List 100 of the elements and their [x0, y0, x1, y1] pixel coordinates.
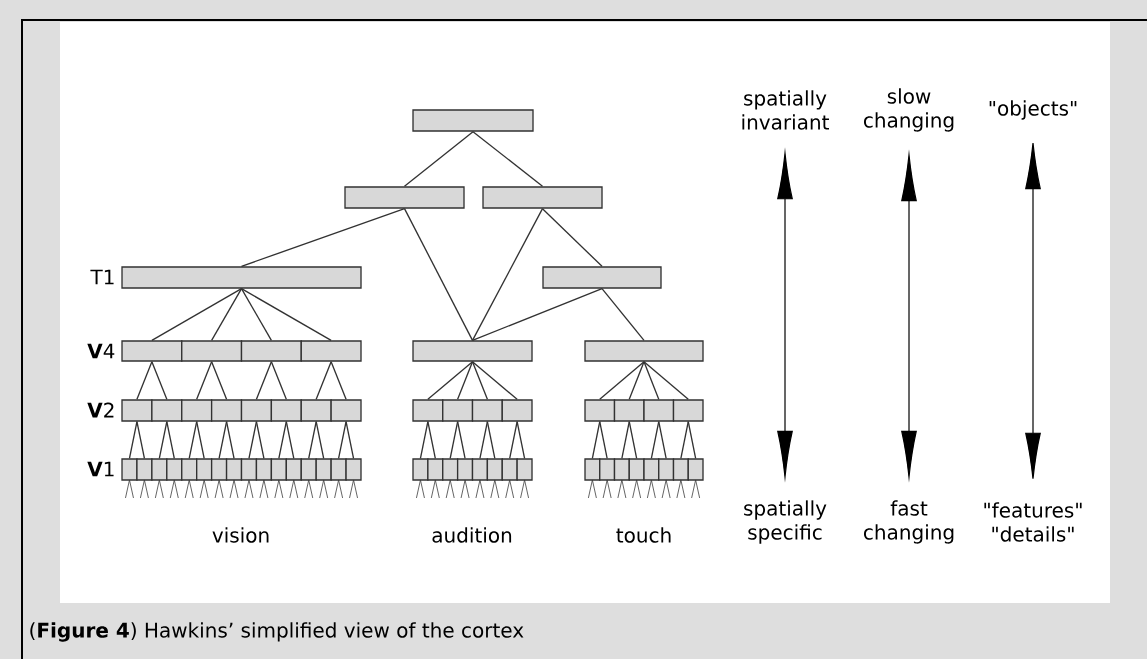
region-box [151, 458, 168, 481]
connection-line [196, 421, 205, 459]
region-box [643, 399, 675, 422]
connection-line [650, 421, 660, 459]
scale-label: spatially invariant [742, 90, 829, 130]
region-box [442, 458, 459, 481]
connection-line [509, 421, 518, 459]
connection-line [658, 421, 667, 459]
connection-line [427, 361, 474, 400]
scale-label: "features" "details" [984, 502, 1082, 542]
connection-line [210, 361, 228, 400]
connection-line [628, 361, 645, 400]
connection-line [315, 361, 332, 400]
connection-line [218, 421, 228, 459]
double-arrow [901, 154, 917, 478]
region-box [613, 399, 645, 422]
region-box [687, 458, 704, 481]
connection-line [643, 361, 660, 400]
connection-line [151, 361, 168, 400]
region-box [672, 458, 689, 481]
row-label: T1 [90, 269, 114, 285]
row-label: V1 [87, 461, 114, 477]
modality-label: touch [616, 527, 671, 543]
region-box [658, 458, 675, 481]
region-box [240, 458, 258, 481]
row-label: V4 [87, 343, 115, 359]
modality-label: vision [212, 527, 269, 543]
connection-line [285, 421, 295, 459]
region-box [210, 458, 228, 481]
connection-line [158, 421, 168, 459]
connection-line [278, 421, 287, 459]
connection-line [128, 421, 138, 459]
connection-line [628, 421, 638, 459]
connection-line [255, 361, 273, 400]
connection-line [516, 421, 526, 459]
region-box [255, 458, 273, 481]
connection-line [240, 288, 332, 341]
connection-line [166, 421, 175, 459]
region-box [210, 399, 243, 422]
region-box [345, 458, 362, 481]
connection-line [255, 421, 265, 459]
region-box [270, 399, 302, 422]
region-box [181, 458, 198, 481]
connection-line [643, 361, 689, 400]
region-box [300, 340, 362, 362]
connection-line [541, 208, 603, 267]
region-box [643, 458, 660, 481]
connection-line [680, 421, 689, 459]
region-box [486, 458, 503, 481]
region-box [270, 458, 287, 481]
figure-caption: (Figure 4) Hawkins’ simplified view of the cortex [30, 622, 524, 642]
region-box [225, 458, 243, 481]
connection-line [315, 421, 325, 459]
connection-line [345, 421, 355, 459]
region-box [240, 399, 273, 422]
double-arrow [1025, 142, 1041, 480]
region-box [121, 340, 183, 362]
region-box [181, 399, 213, 422]
connection-line [472, 131, 544, 187]
region-box [136, 458, 153, 481]
connection-line [403, 131, 474, 187]
connection-line [210, 288, 243, 341]
connection-line [337, 421, 347, 459]
connection-line [456, 421, 466, 459]
region-box [300, 458, 317, 481]
connection-line [188, 421, 198, 459]
connection-line [471, 208, 544, 341]
scale-label: fast changing [864, 500, 954, 544]
region-box [344, 186, 465, 209]
region-box [427, 458, 444, 481]
region-box [584, 399, 616, 422]
region-box [240, 340, 302, 362]
region-box [471, 458, 489, 481]
region-box [412, 109, 534, 132]
connection-line [471, 361, 518, 400]
connection-line [330, 361, 347, 400]
region-box [412, 458, 429, 481]
connection-line [599, 361, 645, 400]
scale-label: spatially specific [744, 500, 827, 544]
region-box [482, 186, 603, 209]
region-box [516, 458, 533, 481]
connection-line [308, 421, 317, 459]
connection-line [136, 361, 153, 400]
connection-line [151, 288, 243, 341]
region-box [584, 458, 601, 481]
region-box [599, 458, 616, 481]
connection-line [196, 361, 213, 400]
region-box [412, 399, 444, 422]
connection-line [479, 421, 489, 459]
region-box [300, 399, 332, 422]
row-label: V2 [87, 402, 114, 418]
connection-line [240, 208, 406, 267]
connection-line [471, 288, 603, 341]
connection-line [591, 421, 601, 459]
connection-line [599, 421, 608, 459]
connection-line [270, 361, 287, 400]
region-box [166, 458, 183, 481]
connection-line [427, 421, 436, 459]
region-box [121, 266, 362, 289]
scale-label: "objects" [989, 100, 1077, 120]
